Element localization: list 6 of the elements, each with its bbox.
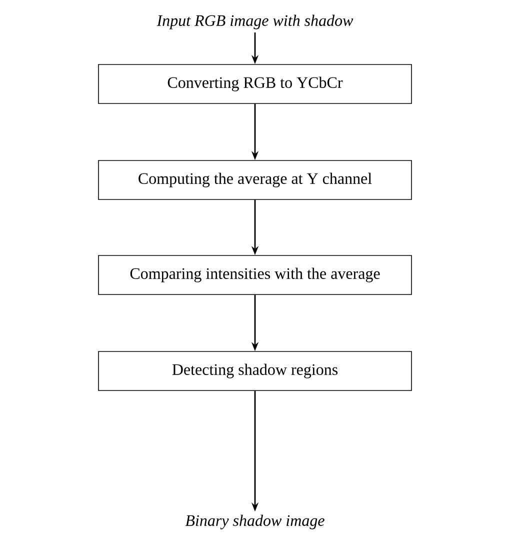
process-box: Converting RGB to YCbCr: [98, 64, 412, 104]
process-box: Comparing intensities with the average: [98, 255, 412, 295]
process-box: Detecting shadow regions: [98, 351, 412, 391]
process-box: Computing the average at Y channel: [98, 160, 412, 200]
terminal-label: Input RGB image with shadow: [156, 14, 354, 30]
terminal-label: Binary shadow image: [185, 514, 324, 530]
